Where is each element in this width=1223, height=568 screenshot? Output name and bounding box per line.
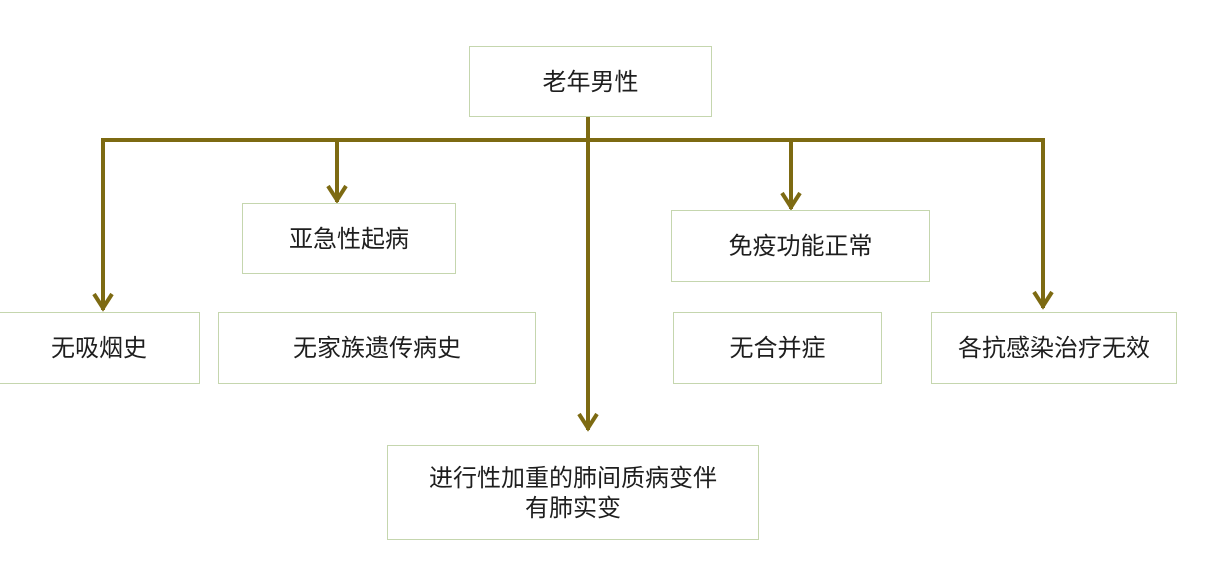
node-label: 亚急性起病 bbox=[289, 224, 409, 253]
node-label: 无吸烟史 bbox=[51, 334, 147, 362]
arrow-head-antiinf bbox=[1032, 290, 1054, 310]
node-no-family-history: 无家族遗传病史 bbox=[218, 312, 536, 384]
node-label: 各抗感染治疗无效 bbox=[958, 334, 1150, 362]
node-label: 无家族遗传病史 bbox=[293, 334, 461, 362]
node-elderly-male: 老年男性 bbox=[469, 46, 712, 117]
arrow-head-subacute bbox=[326, 184, 348, 204]
arrow-head-nosmoke bbox=[92, 292, 114, 312]
node-label: 免疫功能正常 bbox=[728, 232, 873, 260]
arrow-head-progress bbox=[577, 412, 599, 432]
node-normal-immune-function: 免疫功能正常 bbox=[671, 210, 930, 282]
node-label: 无合并症 bbox=[729, 334, 826, 362]
node-no-smoking-history: 无吸烟史 bbox=[0, 312, 200, 384]
node-anti-infection-ineffective: 各抗感染治疗无效 bbox=[931, 312, 1177, 384]
node-progressive-interstitial-lung-disease: 进行性加重的肺间质病变伴 有肺实变 bbox=[387, 445, 759, 540]
arrow-head-immune bbox=[780, 191, 802, 211]
node-label: 老年男性 bbox=[542, 67, 639, 96]
node-subacute-onset: 亚急性起病 bbox=[242, 203, 456, 274]
node-no-comorbidities: 无合并症 bbox=[673, 312, 882, 384]
node-label: 进行性加重的肺间质病变伴 有肺实变 bbox=[429, 463, 717, 522]
